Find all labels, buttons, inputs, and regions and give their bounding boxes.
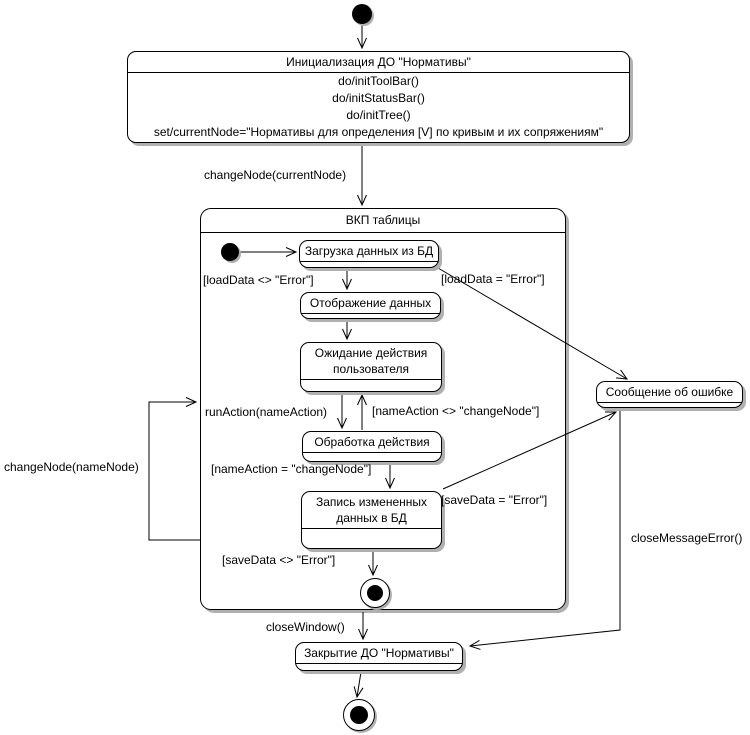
state-body-save-data (302, 529, 441, 548)
action-init-toolbar: do/initToolBar() (338, 74, 419, 88)
state-body-wait-user (301, 380, 441, 391)
arrow-close-to-final (353, 671, 364, 699)
state-body-process-action (303, 453, 441, 461)
state-save-data: Запись измененных данных в БД (301, 491, 442, 549)
state-title-save-data: Запись измененных данных в БД (302, 492, 441, 529)
transition-label-action-not-changenode: [nameAction <> "changeNode"] (372, 404, 540, 418)
state-title-process-action: Обработка действия (303, 432, 441, 453)
transition-label-save-ok: [saveData <> "Error"] (222, 553, 336, 567)
inner-final-state-core (367, 585, 383, 601)
inner-initial-state-dot (221, 243, 239, 261)
transition-label-save-error: [saveData = "Error"] (441, 493, 548, 507)
state-error-message: Сообщение об ошибке (596, 381, 743, 408)
state-title-load-data: Загрузка данных из БД (300, 241, 438, 262)
state-wait-user-action: Ожидание действия пользователя (300, 342, 442, 392)
state-init-normativy: Инициализация ДО "Нормативы" do/initTool… (127, 51, 630, 143)
action-init-tree: do/initTree() (346, 108, 411, 122)
state-body-load-data (300, 262, 438, 267)
state-load-data: Загрузка данных из БД (299, 240, 439, 268)
state-body-close (296, 664, 462, 670)
action-set-current-node: set/currentNode="Нормативы для определен… (153, 125, 604, 139)
state-title-wait-user: Ожидание действия пользователя (301, 343, 441, 380)
final-state (343, 699, 375, 731)
action-init-statusbar: do/initStatusBar() (332, 91, 425, 105)
transition-label-change-node-name: changeNode(nameNode) (4, 460, 139, 474)
transition-label-load-error: [loadData = "Error"] (441, 272, 545, 286)
state-title-display-data: Отображение данных (301, 293, 440, 314)
transition-label-run-action: runAction(nameAction) (205, 405, 328, 419)
transition-label-close-window: closeWindow() (266, 620, 345, 634)
state-process-action: Обработка действия (302, 431, 442, 462)
final-state-core (350, 706, 368, 724)
state-actions-init: do/initToolBar() do/initStatusBar() do/i… (128, 73, 629, 142)
state-title-close: Закрытие ДО "Нормативы" (296, 643, 462, 664)
transition-label-close-message-error: closeMessageError() (631, 531, 743, 545)
state-title-error-message: Сообщение об ошибке (597, 382, 742, 403)
state-close-normativy: Закрытие ДО "Нормативы" (295, 642, 463, 671)
arrow-vkp-self-loop (148, 397, 200, 541)
state-title-init: Инициализация ДО "Нормативы" (128, 52, 629, 73)
transition-label-action-changenode: [nameAction = "changeNode"] (211, 462, 372, 476)
state-title-vkp-table: ВКП таблицы (201, 209, 565, 233)
state-display-data: Отображение данных (300, 292, 441, 319)
transition-label-load-ok: [loadData <> "Error"] (203, 273, 314, 287)
transition-label-change-node-current: changeNode(currentNode) (204, 168, 347, 182)
state-body-display-data (301, 314, 440, 318)
state-body-error-message (597, 403, 742, 407)
initial-state-dot (352, 4, 372, 24)
inner-final-state (360, 578, 390, 608)
